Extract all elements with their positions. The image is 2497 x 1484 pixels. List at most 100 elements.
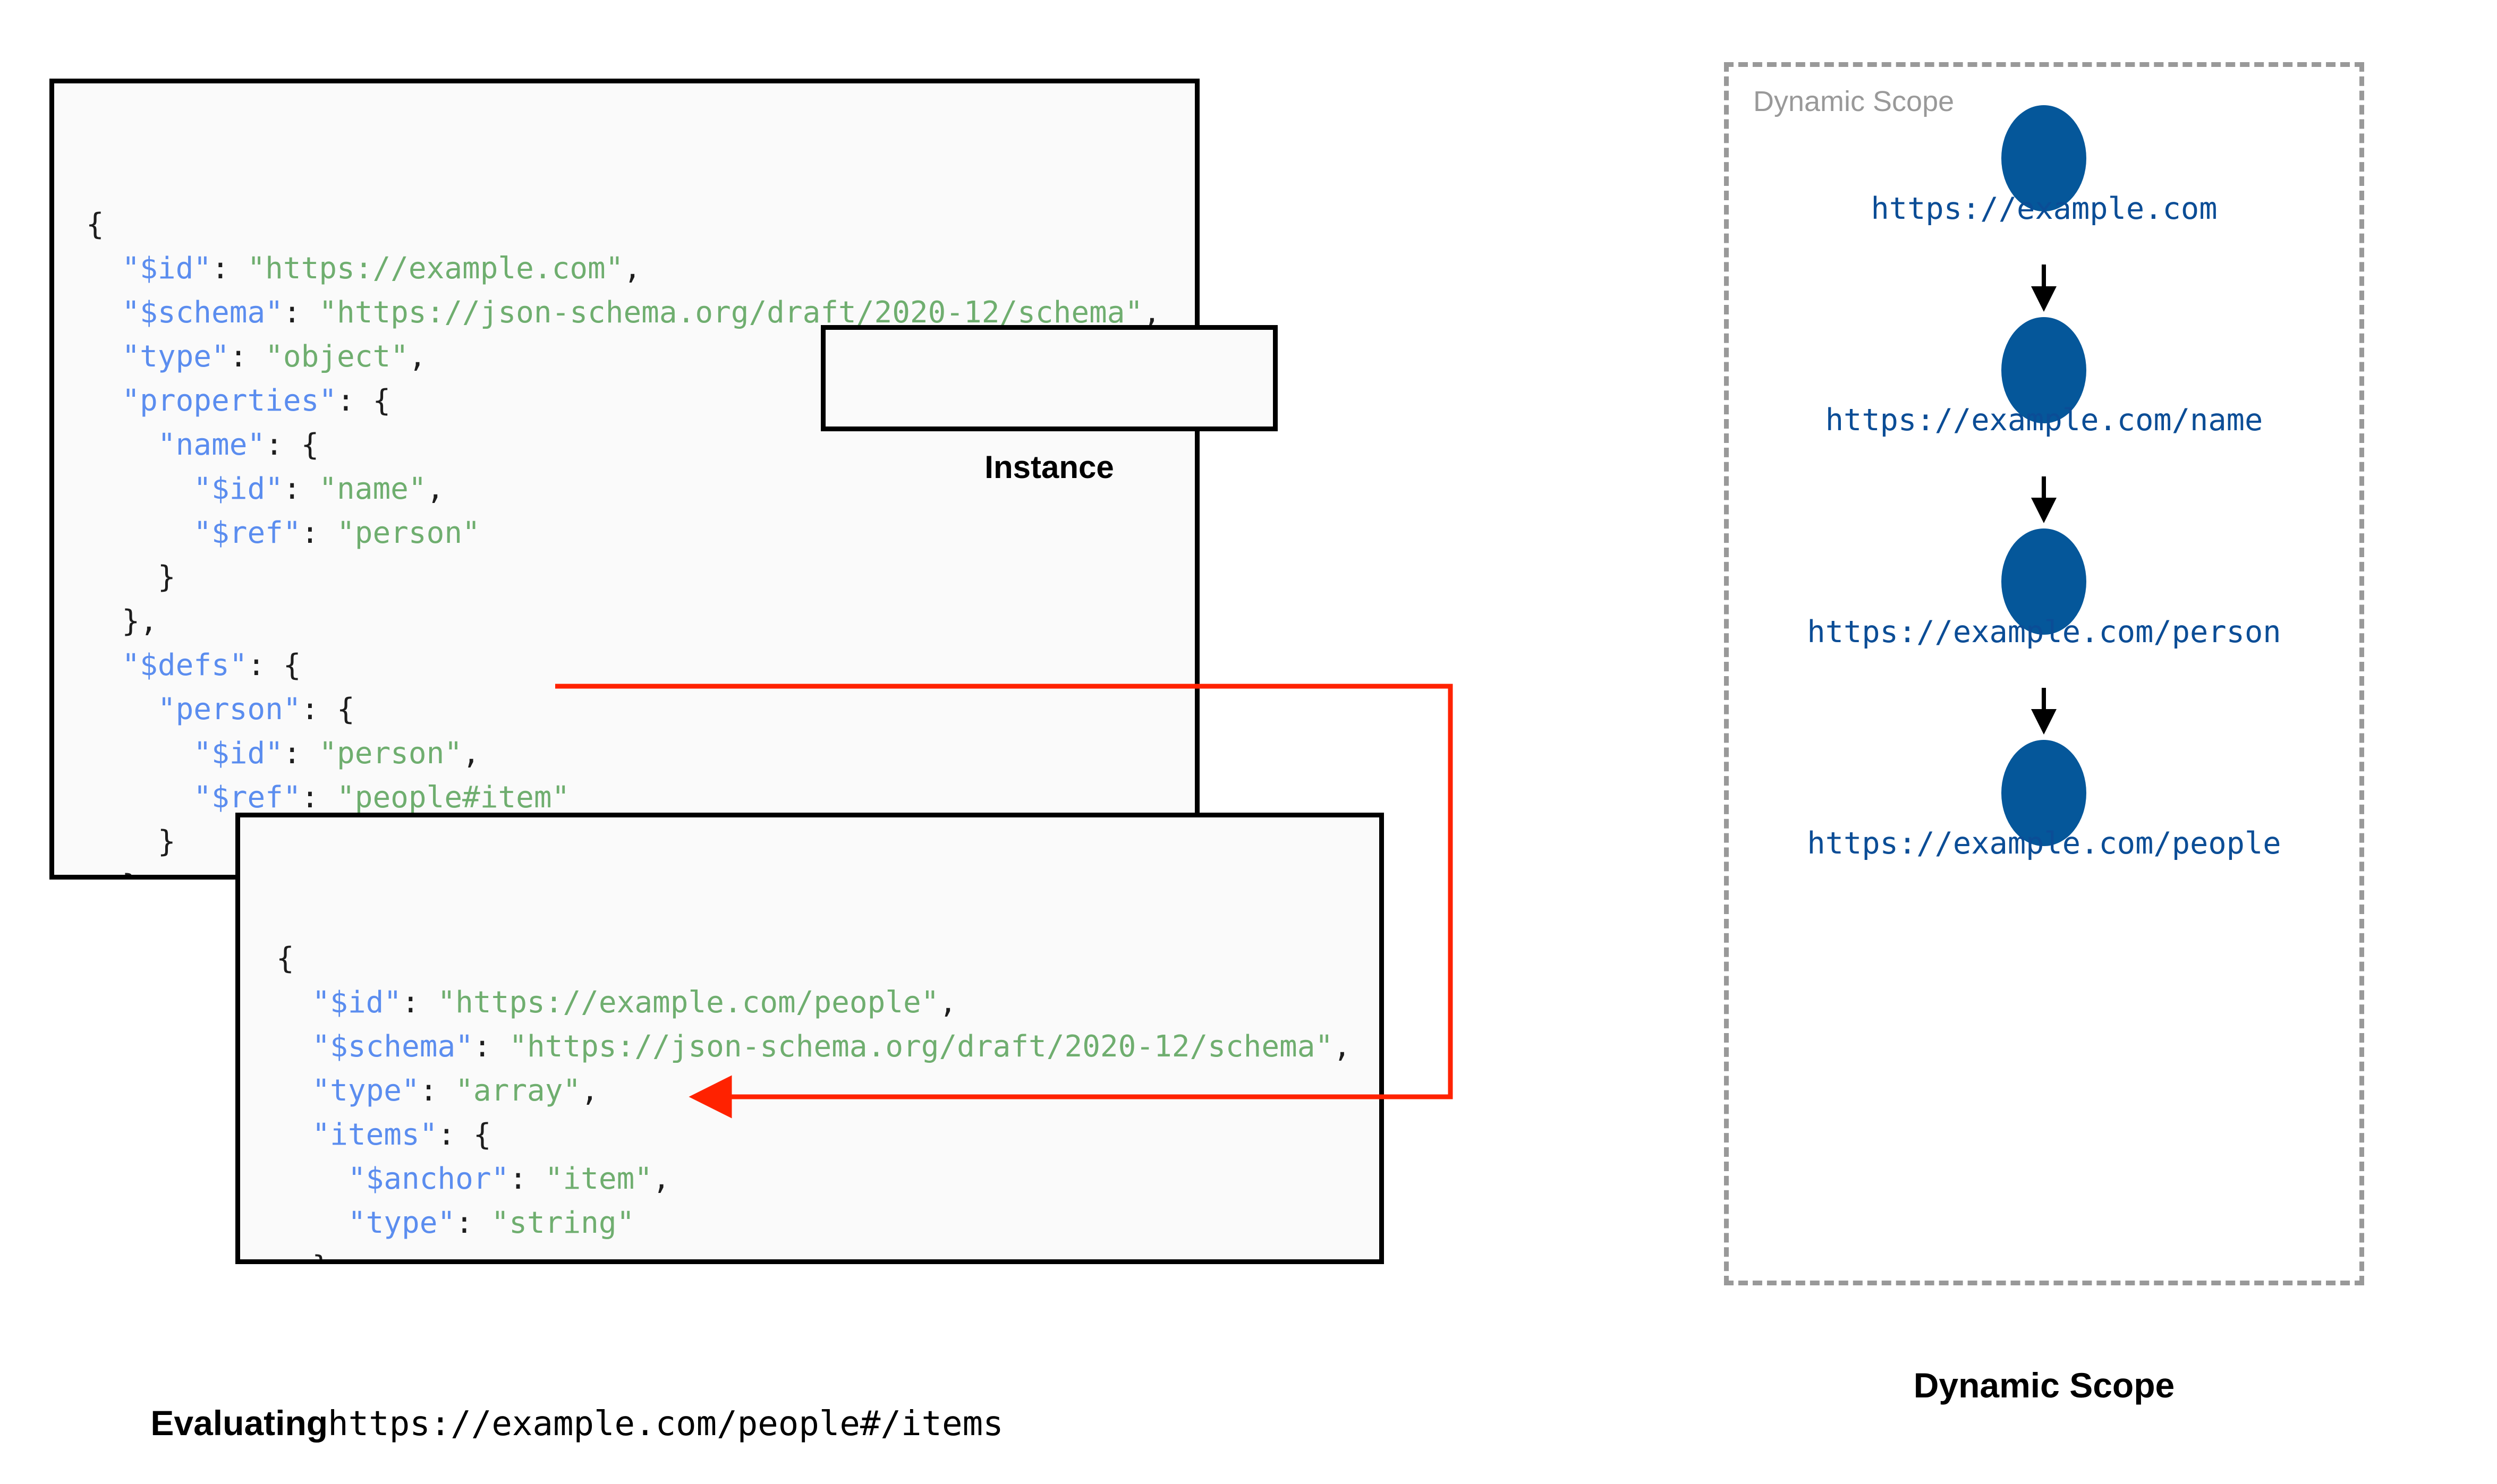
code-token	[86, 692, 158, 727]
code-token: ,	[1333, 1029, 1351, 1064]
scope-node-label-2: https://example.com/person	[1807, 615, 2281, 650]
code-token: "$schema"	[312, 1029, 473, 1064]
code-token	[276, 1073, 312, 1108]
code-token	[86, 472, 193, 506]
code-token: :	[473, 1029, 509, 1064]
code-token	[86, 516, 193, 550]
code-line: "person": {	[86, 687, 1195, 731]
code-line: "name": {	[86, 423, 1195, 467]
code-token: {	[86, 207, 104, 242]
code-token: :	[402, 985, 438, 1020]
code-token: "type"	[347, 1206, 456, 1240]
evaluating-caption-prefix: Evaluating	[150, 1403, 328, 1443]
code-token: "items"	[312, 1118, 438, 1152]
code-token: "type"	[122, 339, 230, 374]
code-line: "$schema": "https://json-schema.org/draf…	[86, 291, 1195, 335]
code-line: }	[86, 864, 1195, 875]
code-line: {	[86, 202, 1195, 246]
code-token: :	[301, 516, 337, 550]
dynamic-scope-region	[1724, 62, 2364, 1285]
scope-node-label-1: https://example.com/name	[1825, 403, 2263, 438]
code-token: ,	[652, 1162, 670, 1196]
code-token: "$schema"	[122, 295, 283, 330]
code-token: "person"	[157, 692, 301, 727]
code-token: :	[455, 1206, 491, 1240]
code-token: :	[509, 1162, 545, 1196]
code-token: ,	[1143, 295, 1161, 330]
code-token: "$ref"	[193, 516, 301, 550]
people-schema-code-text: { "$id": "https://example.com/people", "…	[240, 906, 1379, 1259]
code-token	[86, 736, 193, 771]
code-token: :	[419, 1073, 456, 1108]
code-token: "$id"	[193, 736, 283, 771]
code-token: : {	[301, 692, 355, 727]
code-token: }	[86, 868, 140, 875]
people-schema-code-box: { "$id": "https://example.com/people", "…	[235, 813, 1384, 1264]
code-token: "$ref"	[193, 780, 301, 815]
code-token: : {	[265, 428, 319, 462]
code-token: "type"	[312, 1073, 420, 1108]
code-token: "https://example.com"	[247, 251, 624, 286]
evaluating-caption: Evaluatinghttps://example.com/people#/it…	[112, 1362, 1004, 1484]
code-token: "$id"	[193, 472, 283, 506]
code-token	[86, 295, 122, 330]
code-token: {	[276, 941, 294, 976]
code-token: : {	[247, 648, 301, 683]
code-token: "properties"	[122, 383, 337, 418]
code-token: "string"	[491, 1206, 635, 1240]
scope-node-label-3: https://example.com/people	[1807, 826, 2281, 861]
code-token: ,	[939, 985, 957, 1020]
code-token: ,	[581, 1073, 599, 1108]
code-line: "$id": "https://example.com/people",	[276, 980, 1379, 1025]
code-token	[86, 648, 122, 683]
code-line: }	[86, 820, 1195, 864]
dynamic-scope-inline-label: Dynamic Scope	[1753, 86, 1955, 117]
code-token	[276, 985, 312, 1020]
scope-node-ellipse-1	[2001, 317, 2086, 423]
code-token: "item"	[545, 1162, 653, 1196]
ref-arrow-path	[555, 684, 1453, 1119]
code-token: :	[283, 472, 319, 506]
code-token: "array"	[455, 1073, 581, 1108]
code-token	[276, 1118, 312, 1152]
code-line: "properties": {	[86, 379, 1195, 423]
code-line: {	[276, 936, 1379, 980]
code-token	[276, 1162, 348, 1196]
code-token: : {	[437, 1118, 491, 1152]
code-token: :	[211, 251, 248, 286]
code-token: "$defs"	[122, 648, 248, 683]
code-token: :	[229, 339, 266, 374]
code-token	[86, 428, 158, 462]
instance-code-text: { "name": "John Doe" }	[826, 418, 1273, 427]
dynamic-scope-flow	[2001, 105, 2086, 846]
code-line: "$defs": {	[86, 643, 1195, 687]
code-line: "$id": "person",	[86, 731, 1195, 775]
ref-resolution-arrow	[555, 684, 1453, 1119]
code-token	[86, 251, 122, 286]
code-token: "name"	[157, 428, 266, 462]
code-token: }	[86, 560, 176, 594]
dynamic-scope-caption: Dynamic Scope	[1913, 1366, 2175, 1405]
code-token	[86, 339, 122, 374]
code-line: "$id": "name",	[86, 467, 1195, 511]
code-token: :	[301, 780, 337, 815]
code-token: }	[86, 824, 176, 859]
code-line: "$schema": "https://json-schema.org/draf…	[276, 1025, 1379, 1069]
code-token: "$id"	[312, 985, 402, 1020]
code-token: : {	[337, 383, 391, 418]
root-schema-code-box: { "$id": "https://example.com", "$schema…	[49, 79, 1200, 880]
code-token: "person"	[319, 736, 463, 771]
code-token: },	[86, 604, 158, 638]
code-token: "object"	[265, 339, 409, 374]
code-line: },	[86, 599, 1195, 643]
code-token	[86, 383, 122, 418]
code-token: "https://json-schema.org/draft/2020-12/s…	[509, 1029, 1334, 1064]
scope-node-label-0: https://example.com	[1871, 191, 2218, 226]
code-line: "$ref": "person"	[86, 511, 1195, 555]
evaluating-caption-uri: https://example.com/people#/items	[328, 1404, 1004, 1444]
code-token	[276, 1029, 312, 1064]
code-line: "items": {	[276, 1113, 1379, 1157]
instance-code-box: { "name": "John Doe" }	[821, 325, 1278, 431]
scope-node-ellipse-3	[2001, 740, 2086, 846]
